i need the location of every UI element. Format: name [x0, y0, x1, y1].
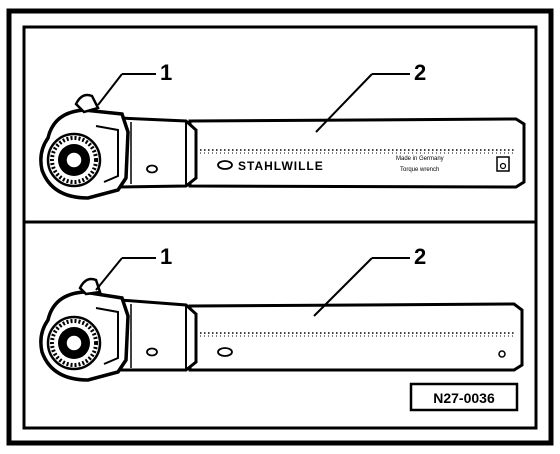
- callout-1-bottom: 1: [160, 244, 172, 269]
- brand-logo-icon: [217, 160, 233, 170]
- reference-code: N27-0036: [433, 390, 495, 406]
- fine-print-2: Torque wrench: [400, 167, 439, 173]
- callout-2-leader-top: [315, 73, 373, 133]
- square-drive-icon: [65, 334, 83, 352]
- reference-box: [409, 382, 519, 412]
- wrench-collar-top: [118, 116, 198, 189]
- callout-1-top: 1: [160, 60, 172, 85]
- reversing-lever-icon: [74, 93, 100, 114]
- wrench-tube-top: STAHLWILLE Made in Germany Torque wrench: [188, 117, 526, 189]
- callout-2-leader-bottom: [313, 257, 373, 317]
- end-mark-icon: [496, 156, 510, 172]
- ratchet-head-top: [39, 93, 130, 200]
- fine-print-1: Made in Germany: [396, 156, 444, 162]
- callout-2-bottom: 2: [414, 244, 426, 269]
- bottom-panel: 1 2 N27-0036: [39, 244, 524, 412]
- top-panel: STAHLWILLE Made in Germany Torque wrench: [39, 60, 526, 200]
- reversing-lever-icon: [78, 277, 102, 296]
- wrench-tube-bottom: [188, 302, 524, 372]
- inner-frame: [22, 25, 538, 430]
- ratchet-head-bottom: [39, 277, 130, 382]
- brand-label: STAHLWILLE: [238, 159, 324, 173]
- callout-1-leader-bottom: [95, 257, 123, 291]
- callout-1-leader-top: [97, 73, 123, 106]
- square-drive-icon: [65, 151, 83, 169]
- outer-frame: [6, 8, 554, 446]
- wrench-collar-bottom: [118, 298, 198, 372]
- callout-2-top: 2: [414, 60, 426, 85]
